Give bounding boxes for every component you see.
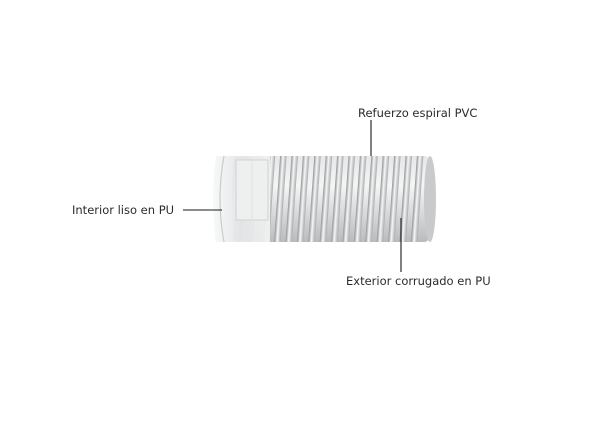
rib-crest xyxy=(404,148,412,154)
rib-crest xyxy=(381,244,389,250)
hose-open-end xyxy=(213,155,270,243)
label-pvc-spiral-reinforcement: Refuerzo espiral PVC xyxy=(358,106,478,120)
rib xyxy=(308,156,322,242)
rib-crest xyxy=(404,244,412,250)
rib xyxy=(376,156,390,242)
rib-crest xyxy=(415,244,423,250)
rib-crest xyxy=(324,148,332,154)
rib xyxy=(353,156,367,242)
rib-crest xyxy=(313,148,321,154)
leader-lines xyxy=(183,120,402,272)
rib xyxy=(330,156,344,242)
label-corrugated-pu-exterior: Exterior corrugado en PU xyxy=(346,274,491,288)
rib-crest xyxy=(267,148,275,154)
rib-crest xyxy=(313,244,321,250)
rib-crest xyxy=(347,244,355,250)
rib-crest xyxy=(370,244,378,250)
label-smooth-pu-interior: Interior liso en PU xyxy=(72,203,175,217)
rib-crest xyxy=(244,244,252,250)
rib-crest xyxy=(244,148,252,154)
rib xyxy=(387,156,401,242)
rib-crest xyxy=(358,244,366,250)
rib-crest xyxy=(427,148,435,154)
rib xyxy=(319,156,333,242)
rib xyxy=(410,156,424,242)
rib-crest xyxy=(347,148,355,154)
rib-crest xyxy=(381,148,389,154)
rib xyxy=(399,156,413,242)
rib-crest xyxy=(290,244,298,250)
rib xyxy=(285,156,299,242)
rib-crest xyxy=(324,244,332,250)
rib xyxy=(273,156,287,242)
rib-crest xyxy=(336,244,344,250)
rib xyxy=(296,156,310,242)
rib-crest xyxy=(301,244,309,250)
rib-crest xyxy=(279,148,287,154)
rib-crest xyxy=(267,244,275,250)
rib-crest xyxy=(415,148,423,154)
rib-crest xyxy=(256,244,264,250)
rib-crest xyxy=(233,244,241,250)
inner-liner-edge xyxy=(219,155,225,243)
rib-crest xyxy=(393,148,401,154)
rib-crest xyxy=(393,244,401,250)
rib-crest xyxy=(279,244,287,250)
rib xyxy=(365,156,379,242)
hose-right-end xyxy=(424,156,436,242)
rib-crest xyxy=(427,244,435,250)
rib-crest xyxy=(301,148,309,154)
rib xyxy=(342,156,356,242)
rib-crest xyxy=(336,148,344,154)
rib-crest xyxy=(233,148,241,154)
rib-crest xyxy=(290,148,298,154)
rib-crest xyxy=(256,148,264,154)
rib-crest xyxy=(358,148,366,154)
